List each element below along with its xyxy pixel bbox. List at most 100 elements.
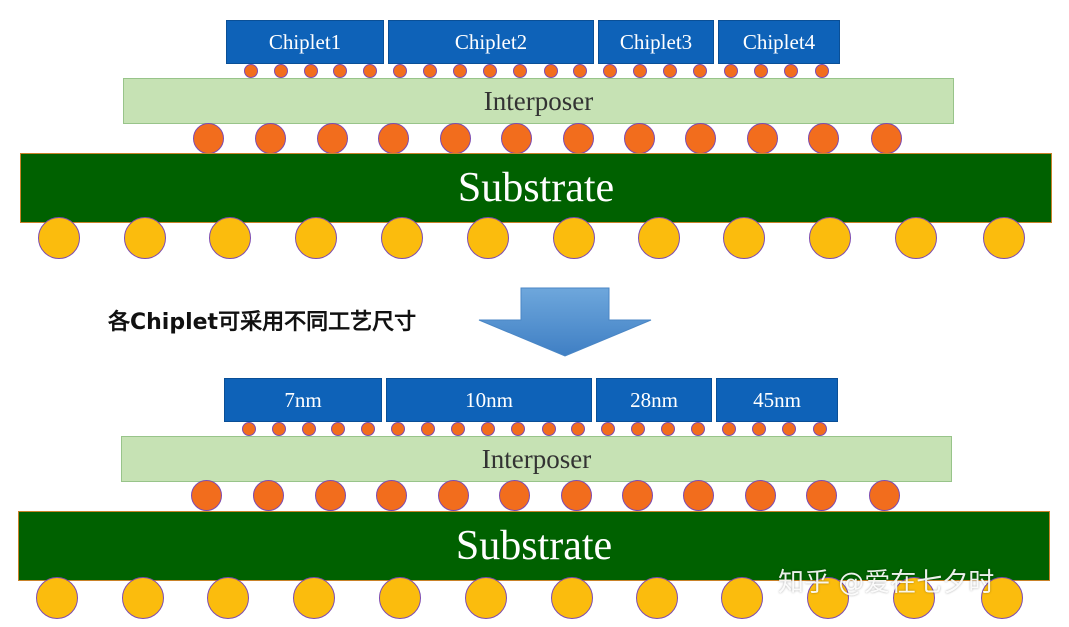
c4-bump bbox=[316, 123, 348, 154]
micro-bump bbox=[633, 64, 647, 78]
c4-bump bbox=[868, 480, 900, 511]
bga-ball bbox=[467, 217, 509, 259]
bga-ball bbox=[207, 577, 249, 619]
c4-bump bbox=[807, 123, 839, 154]
micro-bump bbox=[815, 64, 829, 78]
micro-bump bbox=[421, 422, 435, 436]
chiplet-2: Chiplet2 bbox=[388, 20, 594, 64]
c4-bump bbox=[562, 123, 594, 154]
micro-bump bbox=[363, 64, 377, 78]
micro-bump bbox=[393, 64, 407, 78]
bga-ball bbox=[379, 577, 421, 619]
micro-bump bbox=[242, 422, 256, 436]
micro-bump bbox=[331, 422, 345, 436]
micro-bump bbox=[451, 422, 465, 436]
bottom-substrate: Substrate bbox=[18, 511, 1050, 581]
bga-ball bbox=[983, 217, 1025, 259]
micro-bump bbox=[333, 64, 347, 78]
chiplet-4: Chiplet4 bbox=[718, 20, 840, 64]
micro-bump bbox=[481, 422, 495, 436]
micro-bump bbox=[573, 64, 587, 78]
bga-ball bbox=[209, 217, 251, 259]
bga-ball bbox=[723, 217, 765, 259]
c4-bump bbox=[314, 480, 346, 511]
chiplet-1: Chiplet1 bbox=[226, 20, 384, 64]
down-arrow-icon bbox=[478, 287, 652, 357]
bga-ball bbox=[295, 217, 337, 259]
micro-bump bbox=[661, 422, 675, 436]
bottom-interposer: Interposer bbox=[121, 436, 952, 482]
c4-bump bbox=[252, 480, 284, 511]
bga-ball bbox=[807, 577, 849, 619]
c4-bump bbox=[190, 480, 222, 511]
c4-bump bbox=[375, 480, 407, 511]
micro-bump bbox=[813, 422, 827, 436]
micro-bump bbox=[511, 422, 525, 436]
micro-bump bbox=[244, 64, 258, 78]
chiplet-7nm: 7nm bbox=[224, 378, 382, 422]
micro-bump bbox=[391, 422, 405, 436]
micro-bump bbox=[361, 422, 375, 436]
micro-bump bbox=[571, 422, 585, 436]
micro-bump bbox=[782, 422, 796, 436]
bga-ball bbox=[809, 217, 851, 259]
c4-bump bbox=[870, 123, 902, 154]
micro-bump bbox=[542, 422, 556, 436]
chiplet-3: Chiplet3 bbox=[598, 20, 714, 64]
c4-bump bbox=[684, 123, 716, 154]
bga-ball bbox=[636, 577, 678, 619]
micro-bump bbox=[274, 64, 288, 78]
bga-ball bbox=[38, 217, 80, 259]
c4-bump bbox=[498, 480, 530, 511]
micro-bump bbox=[302, 422, 316, 436]
micro-bump bbox=[784, 64, 798, 78]
micro-bump bbox=[631, 422, 645, 436]
bga-ball bbox=[551, 577, 593, 619]
chiplet-45nm: 45nm bbox=[716, 378, 838, 422]
micro-bump bbox=[544, 64, 558, 78]
bga-ball bbox=[638, 217, 680, 259]
micro-bump bbox=[663, 64, 677, 78]
micro-bump bbox=[724, 64, 738, 78]
c4-bump bbox=[437, 480, 469, 511]
top-interposer: Interposer bbox=[123, 78, 954, 124]
c4-bump bbox=[439, 123, 471, 154]
c4-bump bbox=[621, 480, 653, 511]
c4-bump bbox=[805, 480, 837, 511]
micro-bump bbox=[304, 64, 318, 78]
bga-ball bbox=[36, 577, 78, 619]
bga-ball bbox=[381, 217, 423, 259]
bga-ball bbox=[893, 577, 935, 619]
micro-bump bbox=[453, 64, 467, 78]
bga-ball bbox=[465, 577, 507, 619]
bga-ball bbox=[553, 217, 595, 259]
micro-bump bbox=[483, 64, 497, 78]
c4-bump bbox=[560, 480, 592, 511]
chiplet-10nm: 10nm bbox=[386, 378, 592, 422]
micro-bump bbox=[722, 422, 736, 436]
micro-bump bbox=[513, 64, 527, 78]
c4-bump bbox=[744, 480, 776, 511]
bga-ball bbox=[124, 217, 166, 259]
micro-bump bbox=[693, 64, 707, 78]
bga-ball bbox=[981, 577, 1023, 619]
micro-bump bbox=[601, 422, 615, 436]
micro-bump bbox=[691, 422, 705, 436]
c4-bump bbox=[746, 123, 778, 154]
micro-bump bbox=[754, 64, 768, 78]
bga-ball bbox=[895, 217, 937, 259]
bga-ball bbox=[293, 577, 335, 619]
micro-bump bbox=[752, 422, 766, 436]
watermark: 知乎 @爱在七夕时 bbox=[778, 568, 995, 598]
caption: 各Chiplet可采用不同工艺尺寸 bbox=[108, 310, 417, 335]
c4-bump bbox=[500, 123, 532, 154]
bga-ball bbox=[721, 577, 763, 619]
micro-bump bbox=[423, 64, 437, 78]
micro-bump bbox=[603, 64, 617, 78]
micro-bump bbox=[272, 422, 286, 436]
c4-bump bbox=[682, 480, 714, 511]
chiplet-28nm: 28nm bbox=[596, 378, 712, 422]
top-substrate: Substrate bbox=[20, 153, 1052, 223]
